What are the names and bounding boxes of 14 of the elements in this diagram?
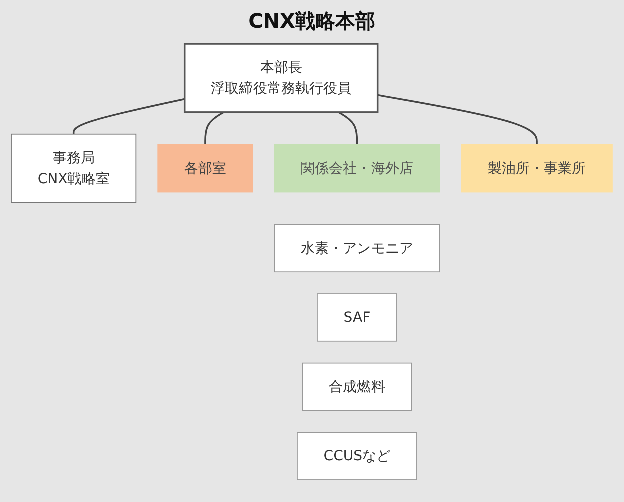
connector [378,94,538,145]
node-box: 合成燃料 [302,362,412,412]
node-box: 製油所・事業所 [461,144,613,193]
chart-title: CNX戦略本部 [248,8,376,35]
node-box: SAF [317,294,398,342]
node-box: 事務局 CNX戦略室 [11,134,137,204]
node-box: 水素・アンモニア [274,224,440,273]
node-box: CCUSなど [297,432,418,480]
node-box: 本部長 浮取締役常務執行役員 [184,43,379,114]
connector [204,112,224,145]
node-box: 各部室 [158,144,254,193]
connector [338,112,358,145]
connector [72,98,186,134]
node-box: 関係会社・海外店 [274,144,440,193]
